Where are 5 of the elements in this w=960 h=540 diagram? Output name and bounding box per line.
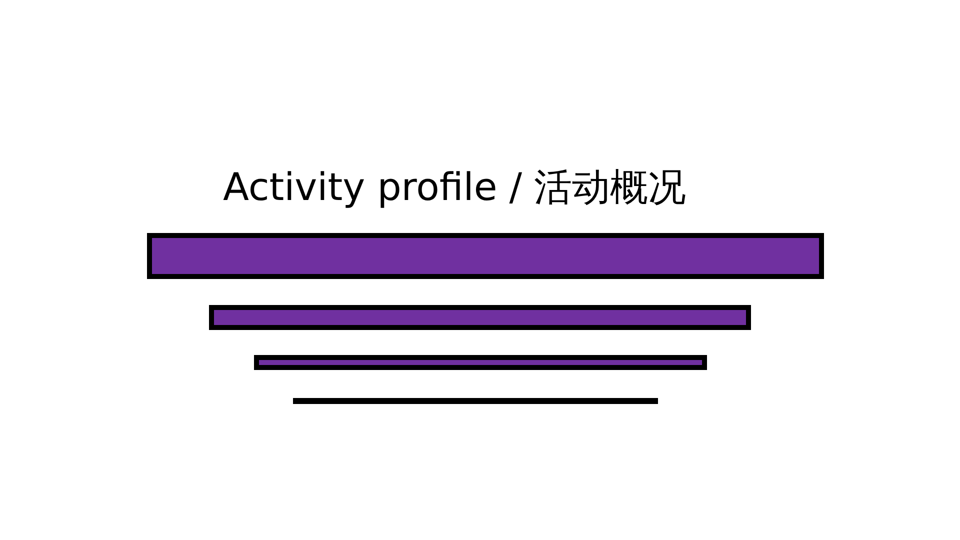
title: Activity profile / 活动概况 <box>223 164 686 211</box>
bar <box>254 355 707 370</box>
bar <box>293 398 658 404</box>
bar <box>147 233 824 279</box>
bar <box>209 305 751 330</box>
